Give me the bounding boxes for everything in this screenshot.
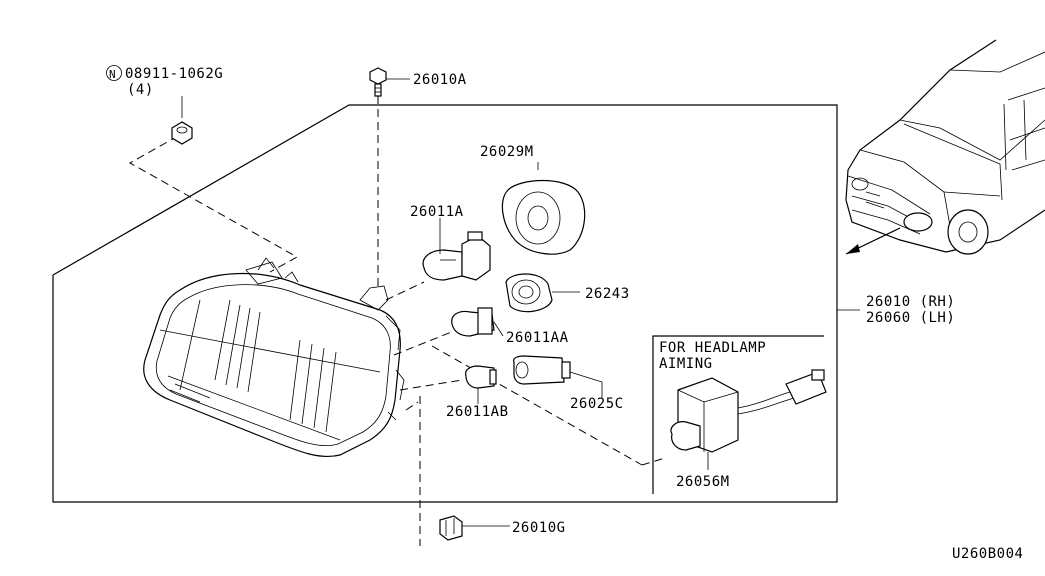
aiming-title-line2: AIMING xyxy=(659,356,713,372)
side-bulb-part-number: 26011AB xyxy=(446,404,509,420)
clip-part xyxy=(439,515,510,541)
main-bulb-part xyxy=(422,218,491,281)
nut-label-group: N 08911-1062G (4) xyxy=(106,65,223,98)
nut-quantity: (4) xyxy=(127,82,154,98)
side-socket-part-number: 26025C xyxy=(570,396,624,412)
aiming-title-line1: FOR HEADLAMP xyxy=(659,340,766,356)
park-bulb-part-number: 26011AA xyxy=(506,330,569,346)
vehicle-illustration xyxy=(845,39,1045,255)
aiming-motor-part xyxy=(670,369,827,470)
side-socket-part xyxy=(513,355,603,398)
bolt-part xyxy=(369,67,410,97)
park-bulb-part xyxy=(451,307,504,337)
dashed-leaders xyxy=(128,96,666,546)
clip-part-number: 26010G xyxy=(512,520,566,536)
main-bulb-part-number: 26011A xyxy=(410,204,464,220)
aiming-motor-part-number: 26056M xyxy=(676,474,730,490)
headlamp-rh-part-number: 26010 (RH) xyxy=(866,294,955,310)
bulb-cap-part xyxy=(501,162,586,255)
socket-part-number: 26243 xyxy=(585,286,630,302)
headlamp-assembly xyxy=(143,257,405,458)
nut-part xyxy=(171,96,193,145)
nut-part-number: 08911-1062G xyxy=(125,66,223,82)
socket-part xyxy=(505,273,580,313)
diagram-code: U260B004 xyxy=(952,546,1023,562)
bulb-cap-part-number: 26029M xyxy=(480,144,534,160)
nut-marker: N xyxy=(109,68,116,81)
aiming-subframe xyxy=(652,335,824,494)
bolt-part-number: 26010A xyxy=(413,72,467,88)
assembly-frame xyxy=(52,104,838,503)
headlamp-lh-part-number: 26060 (LH) xyxy=(866,310,955,326)
side-bulb-part xyxy=(465,365,497,404)
